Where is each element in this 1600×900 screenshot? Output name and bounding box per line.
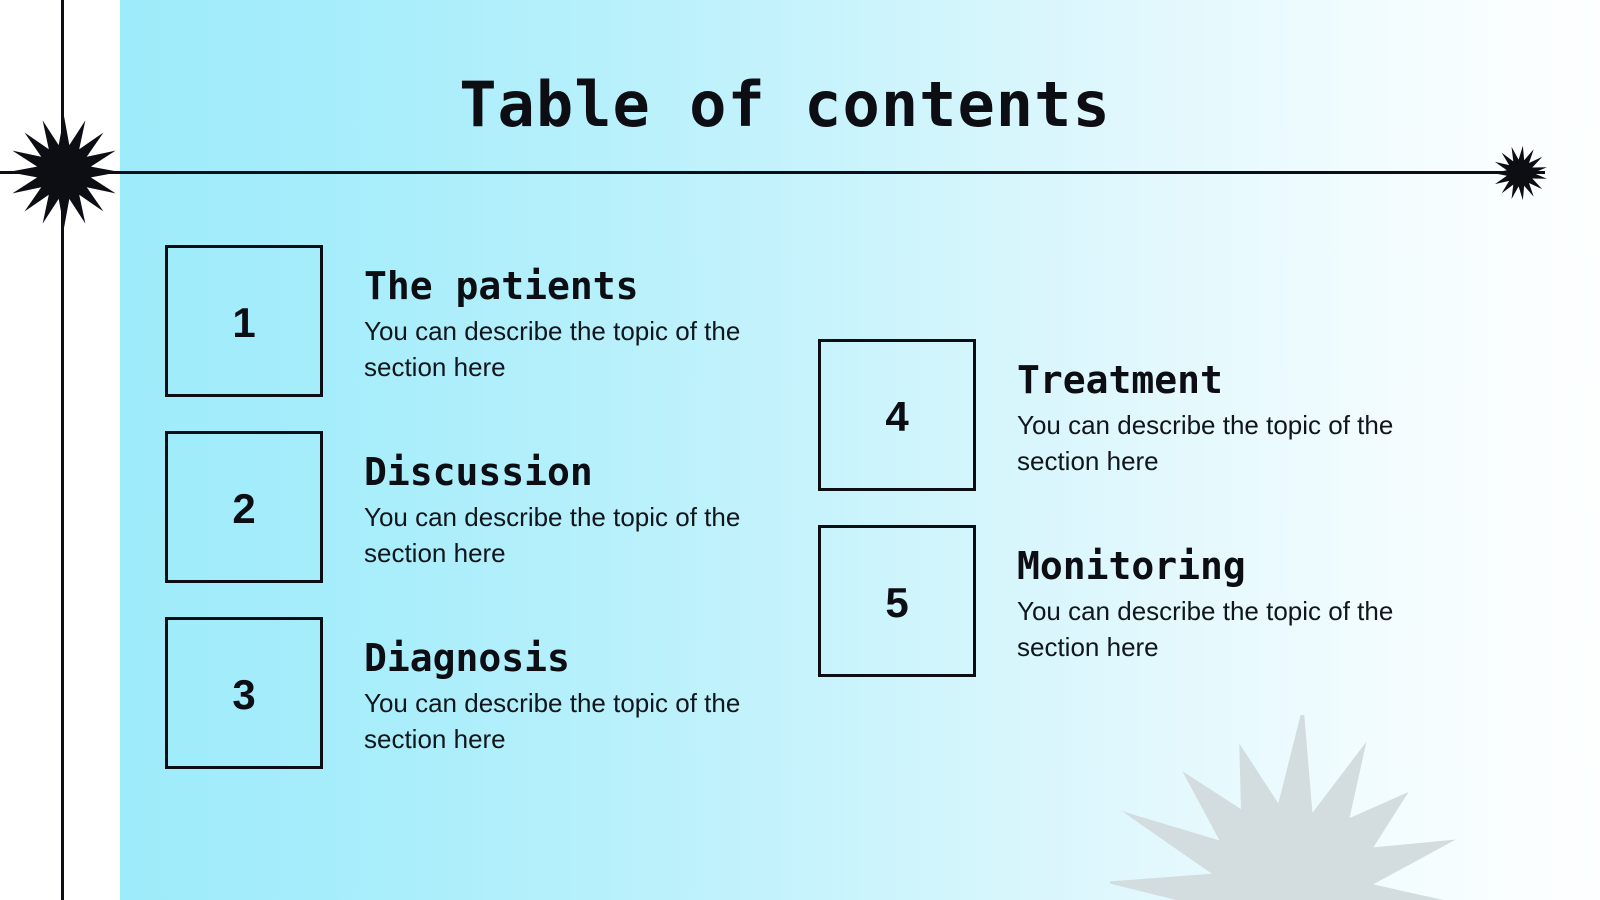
toc-heading-4: Treatment (1017, 358, 1223, 402)
toc-number-box-1: 1 (165, 245, 323, 397)
toc-number-4: 4 (885, 393, 909, 440)
toc-description-5: You can describe the topic of the sectio… (1017, 595, 1394, 662)
toc-description-2: You can describe the topic of the sectio… (364, 501, 741, 568)
toc-text-1: The patients You can describe the topic … (323, 245, 754, 386)
toc-heading-2: Discussion (364, 450, 593, 494)
toc-description-4: You can describe the topic of the sectio… (1017, 409, 1394, 476)
toc-text-5: Monitoring You can describe the topic of… (976, 525, 1407, 666)
toc-number-1: 1 (232, 299, 256, 346)
toc-text-3: Diagnosis You can describe the topic of … (323, 617, 754, 758)
toc-item-5[interactable]: 5 Monitoring You can describe the topic … (818, 525, 1438, 677)
right-starburst-icon (1492, 145, 1547, 201)
toc-heading-5: Monitoring (1017, 544, 1246, 588)
toc-number-3: 3 (232, 671, 256, 718)
toc-text-4: Treatment You can describe the topic of … (976, 339, 1407, 480)
vertical-divider (61, 0, 64, 900)
toc-right-column: 4 Treatment You can describe the topic o… (818, 339, 1438, 677)
toc-text-2: Discussion You can describe the topic of… (323, 431, 754, 572)
toc-heading-3: Diagnosis (364, 636, 570, 680)
toc-number-5: 5 (885, 579, 909, 626)
left-starburst-icon (8, 116, 120, 228)
toc-description-1: You can describe the topic of the sectio… (364, 315, 741, 382)
toc-left-column: 1 The patients You can describe the topi… (165, 245, 785, 769)
toc-number-box-4: 4 (818, 339, 976, 491)
toc-number-box-5: 5 (818, 525, 976, 677)
toc-number-box-3: 3 (165, 617, 323, 769)
toc-number-2: 2 (232, 485, 256, 532)
page-title: Table of contents (459, 68, 1111, 141)
toc-number-box-2: 2 (165, 431, 323, 583)
toc-item-2[interactable]: 2 Discussion You can describe the topic … (165, 431, 785, 583)
horizontal-divider (0, 171, 1545, 174)
toc-item-3[interactable]: 3 Diagnosis You can describe the topic o… (165, 617, 785, 769)
toc-item-4[interactable]: 4 Treatment You can describe the topic o… (818, 339, 1438, 491)
toc-item-1[interactable]: 1 The patients You can describe the topi… (165, 245, 785, 397)
toc-heading-1: The patients (364, 264, 639, 308)
toc-description-3: You can describe the topic of the sectio… (364, 687, 741, 754)
